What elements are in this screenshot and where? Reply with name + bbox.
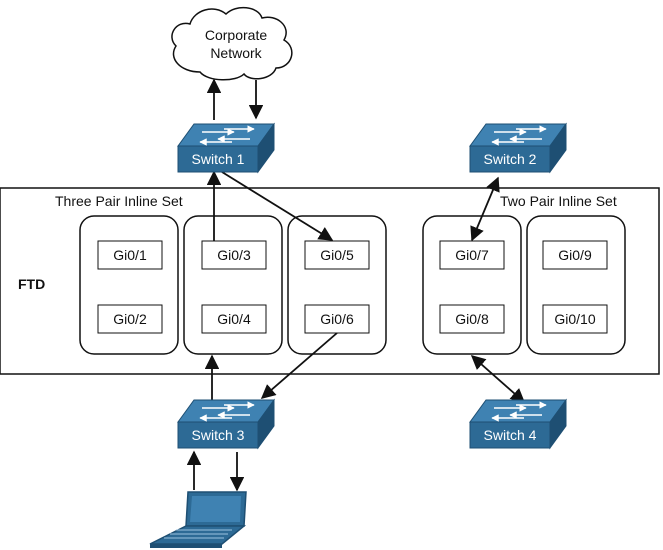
laptop-icon	[149, 491, 247, 548]
arrow-gi0-8-switch4	[470, 355, 526, 403]
svg-text:Gi0/9: Gi0/9	[558, 247, 592, 263]
arrow-switch1-to-gi0-5	[221, 171, 334, 241]
switch-2-label: Switch 2	[484, 151, 537, 167]
cloud-label-line1: Corporate	[205, 27, 267, 43]
switch-1-label: Switch 1	[192, 151, 245, 167]
arrow-gi0-6-to-switch3	[260, 332, 338, 399]
port-gi0-4: Gi0/4	[201, 304, 267, 334]
svg-text:Gi0/2: Gi0/2	[113, 311, 147, 327]
two-pair-inline-set-label: Two Pair Inline Set	[500, 193, 617, 209]
corporate-network-cloud: Corporate Network	[171, 6, 293, 81]
svg-text:Gi0/8: Gi0/8	[455, 311, 489, 327]
port-gi0-3: Gi0/3	[201, 240, 267, 270]
port-gi0-2: Gi0/2	[97, 304, 163, 334]
port-gi0-1: Gi0/1	[97, 240, 163, 270]
port-gi0-10: Gi0/10	[542, 304, 608, 334]
arrow-switch2-gi0-7	[470, 176, 500, 242]
svg-text:Gi0/10: Gi0/10	[554, 311, 595, 327]
switch-4-label: Switch 4	[484, 427, 537, 443]
port-gi0-9: Gi0/9	[542, 240, 608, 270]
switch-1: Switch 1	[178, 124, 274, 172]
svg-text:Gi0/1: Gi0/1	[113, 247, 147, 263]
port-gi0-8: Gi0/8	[439, 304, 505, 334]
svg-text:Gi0/7: Gi0/7	[455, 247, 489, 263]
switch-3-label: Switch 3	[192, 427, 245, 443]
port-gi0-7: Gi0/7	[439, 240, 505, 270]
cloud-label-line2: Network	[210, 45, 262, 61]
port-gi0-5: Gi0/5	[304, 240, 370, 270]
ftd-label: FTD	[18, 276, 45, 292]
three-pair-inline-set-label: Three Pair Inline Set	[55, 193, 183, 209]
port-gi0-6: Gi0/6	[304, 304, 370, 334]
switch-2: Switch 2	[470, 124, 566, 172]
svg-text:Gi0/3: Gi0/3	[217, 247, 251, 263]
switch-3: Switch 3	[178, 400, 274, 448]
switch-4: Switch 4	[470, 400, 566, 448]
svg-text:Gi0/6: Gi0/6	[320, 311, 354, 327]
svg-text:Gi0/4: Gi0/4	[217, 311, 251, 327]
svg-text:Gi0/5: Gi0/5	[320, 247, 354, 263]
